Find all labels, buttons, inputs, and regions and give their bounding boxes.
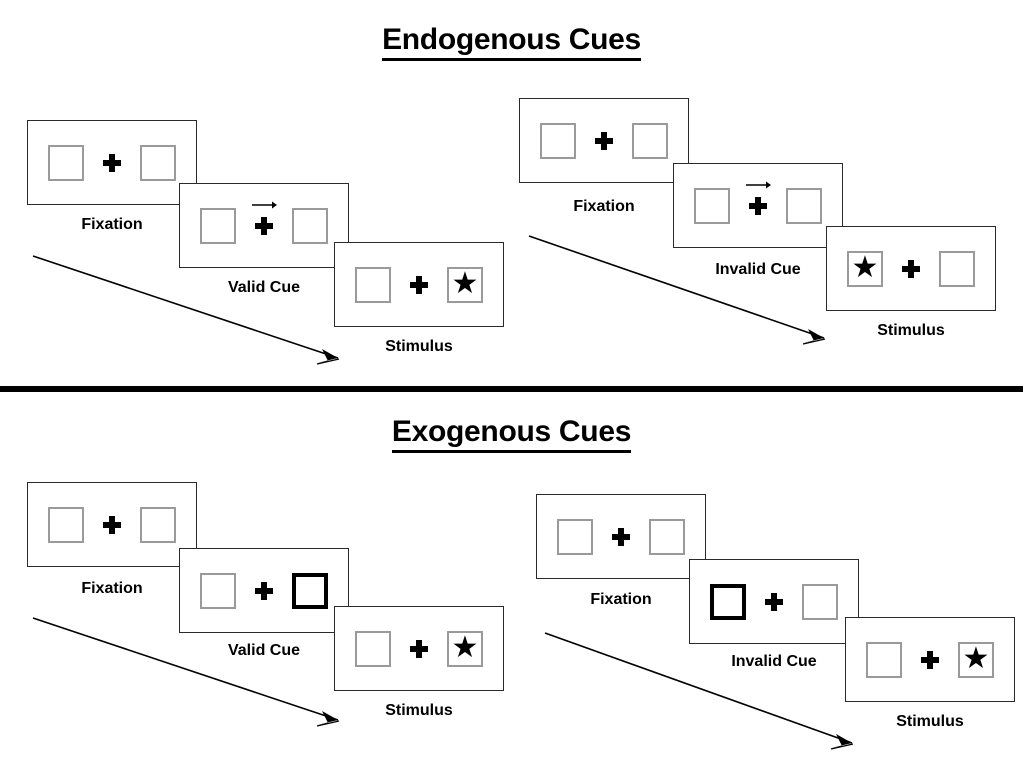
right-target-square: ★ xyxy=(447,266,483,303)
star-icon: ★ xyxy=(851,250,879,284)
star-icon: ★ xyxy=(451,630,479,664)
star-icon: ★ xyxy=(451,266,479,300)
panel-exogenous-invalid-stimulus: ★ xyxy=(845,617,1015,702)
left-placeholder-square xyxy=(48,506,84,543)
section-title-endogenous-text: Endogenous Cues xyxy=(382,23,641,61)
caption-endogenous-invalid-stimulus: Stimulus xyxy=(877,322,945,339)
stimulus-display-area xyxy=(540,122,668,159)
time-flow-arrow-exogenous-invalid xyxy=(544,632,854,750)
stimulus-display-area xyxy=(200,201,328,244)
caption-exogenous-valid-cue: Valid Cue xyxy=(227,642,301,659)
left-placeholder-square xyxy=(557,518,593,555)
section-title-endogenous: Endogenous Cues xyxy=(0,23,1023,61)
arrow-right-icon xyxy=(746,181,771,188)
caption-endogenous-invalid-fixation: Fixation xyxy=(573,198,635,215)
arrow-right-icon xyxy=(252,201,277,208)
fixation-cross-icon xyxy=(921,650,939,669)
caption-endogenous-valid-cue: Valid Cue xyxy=(227,279,301,296)
stimulus-display-area: ★ xyxy=(847,250,975,287)
right-placeholder-square xyxy=(802,583,838,620)
panel-exogenous-valid-cue xyxy=(179,548,349,633)
stimulus-display-area xyxy=(200,572,328,609)
right-target-square: ★ xyxy=(447,630,483,667)
left-placeholder-square xyxy=(48,144,84,181)
panel-exogenous-invalid-cue xyxy=(689,559,859,644)
stimulus-display-area xyxy=(48,506,176,543)
right-cued-square xyxy=(292,572,328,609)
fixation-cross-icon xyxy=(103,153,121,172)
panel-exogenous-valid-stimulus: ★ xyxy=(334,606,504,691)
section-title-exogenous: Exogenous Cues xyxy=(0,415,1023,453)
stimulus-display-area: ★ xyxy=(355,266,483,303)
panel-endogenous-valid-fixation xyxy=(27,120,197,205)
caption-endogenous-valid-stimulus: Stimulus xyxy=(385,338,453,355)
caption-exogenous-invalid-cue: Invalid Cue xyxy=(731,653,817,670)
section-title-exogenous-text: Exogenous Cues xyxy=(391,415,631,453)
section-divider xyxy=(0,386,1023,392)
right-placeholder-square xyxy=(939,250,975,287)
caption-exogenous-valid-fixation: Fixation xyxy=(81,580,143,597)
fixation-cross-icon xyxy=(255,581,273,600)
fixation-cross-icon xyxy=(410,275,428,294)
caption-endogenous-valid-fixation: Fixation xyxy=(81,216,143,233)
left-placeholder-square xyxy=(200,572,236,609)
fixation-cross-icon xyxy=(765,592,783,611)
right-placeholder-square xyxy=(140,144,176,181)
stimulus-display-area xyxy=(557,518,685,555)
panel-exogenous-invalid-fixation xyxy=(536,494,706,579)
panel-endogenous-invalid-cue xyxy=(673,163,843,248)
caption-exogenous-invalid-stimulus: Stimulus xyxy=(896,713,964,730)
left-cued-square xyxy=(710,583,746,620)
fixation-cross-icon xyxy=(746,181,771,215)
left-placeholder-square xyxy=(355,266,391,303)
stimulus-display-area: ★ xyxy=(866,641,994,678)
left-target-square: ★ xyxy=(847,250,883,287)
caption-exogenous-invalid-fixation: Fixation xyxy=(590,591,652,608)
panel-endogenous-valid-cue xyxy=(179,183,349,268)
stimulus-display-area: ★ xyxy=(355,630,483,667)
left-placeholder-square xyxy=(540,122,576,159)
right-placeholder-square xyxy=(632,122,668,159)
right-placeholder-square xyxy=(786,187,822,224)
right-placeholder-square xyxy=(649,518,685,555)
left-placeholder-square xyxy=(866,641,902,678)
panel-endogenous-invalid-stimulus: ★ xyxy=(826,226,996,311)
fixation-cross-icon xyxy=(902,259,920,278)
panel-endogenous-valid-stimulus: ★ xyxy=(334,242,504,327)
panel-endogenous-invalid-fixation xyxy=(519,98,689,183)
fixation-cross-icon xyxy=(410,639,428,658)
caption-exogenous-valid-stimulus: Stimulus xyxy=(385,702,453,719)
caption-endogenous-invalid-cue: Invalid Cue xyxy=(715,261,801,278)
stimulus-display-area xyxy=(710,583,838,620)
right-target-square: ★ xyxy=(958,641,994,678)
panel-exogenous-valid-fixation xyxy=(27,482,197,567)
left-placeholder-square xyxy=(355,630,391,667)
star-icon: ★ xyxy=(962,641,990,675)
right-placeholder-square xyxy=(292,207,328,244)
fixation-cross-icon xyxy=(612,527,630,546)
stimulus-display-area xyxy=(694,181,822,224)
left-placeholder-square xyxy=(200,207,236,244)
fixation-cross-icon xyxy=(103,515,121,534)
stimulus-display-area xyxy=(48,144,176,181)
fixation-cross-icon xyxy=(595,131,613,150)
fixation-cross-icon xyxy=(252,201,277,235)
left-placeholder-square xyxy=(694,187,730,224)
right-placeholder-square xyxy=(140,506,176,543)
